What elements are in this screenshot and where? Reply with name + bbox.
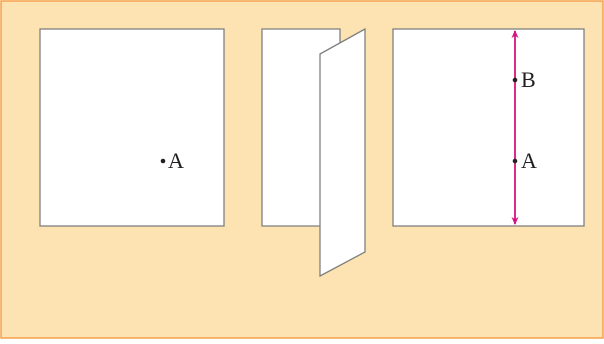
point-a-label: A [168, 148, 184, 173]
point-b-label: B [521, 67, 536, 92]
point-a-label-unfolded: A [521, 148, 537, 173]
panel-square-with-point-a: A [40, 29, 224, 226]
point-a-dot-unfolded [513, 159, 518, 164]
paper-square-1 [40, 29, 224, 226]
point-b-dot [513, 78, 518, 83]
point-a-dot [161, 159, 166, 164]
paper-folding-flap [320, 29, 365, 276]
panel-unfolded-with-crease: B A [393, 29, 584, 226]
paper-square-3 [393, 29, 584, 226]
